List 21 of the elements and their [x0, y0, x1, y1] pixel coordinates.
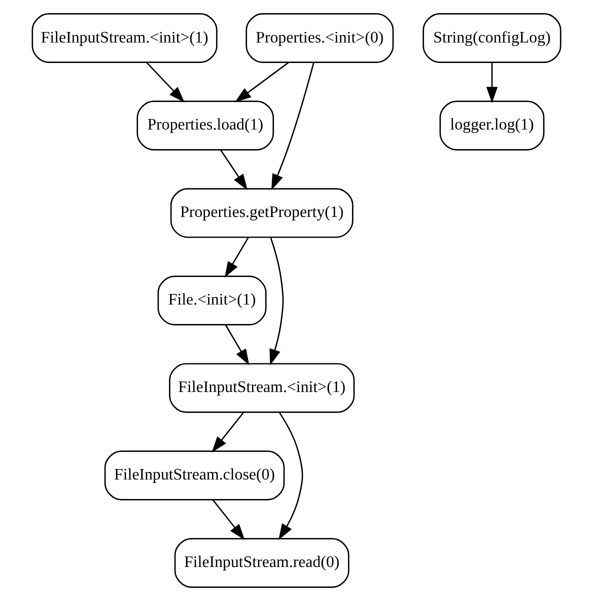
- arrow: [225, 324, 250, 366]
- arrow: [270, 237, 284, 366]
- node-box: Properties.getProperty(1): [170, 188, 354, 238]
- arrow: [234, 62, 289, 102]
- node-box: File.<init>(1): [158, 276, 267, 326]
- arrow: [278, 412, 304, 540]
- arrow: [224, 237, 249, 278]
- node-box: FileInputStream.<init>(1): [32, 13, 218, 63]
- node-box: FileInputStream.read(0): [174, 538, 350, 588]
- node-box: Properties.load(1): [136, 100, 274, 150]
- arrow: [271, 62, 314, 190]
- arrow: [212, 500, 245, 540]
- arrow: [146, 62, 185, 103]
- node-box: logger.log(1): [440, 100, 544, 150]
- arrow: [486, 62, 498, 104]
- node-box: FileInputStream.close(0): [104, 450, 285, 500]
- arrow: [220, 150, 248, 190]
- node-box: FileInputStream.<init>(1): [168, 363, 355, 413]
- node-box: Properties.<init>(0): [246, 13, 394, 63]
- arrow: [212, 412, 244, 453]
- node-box: String(configLog): [422, 13, 562, 63]
